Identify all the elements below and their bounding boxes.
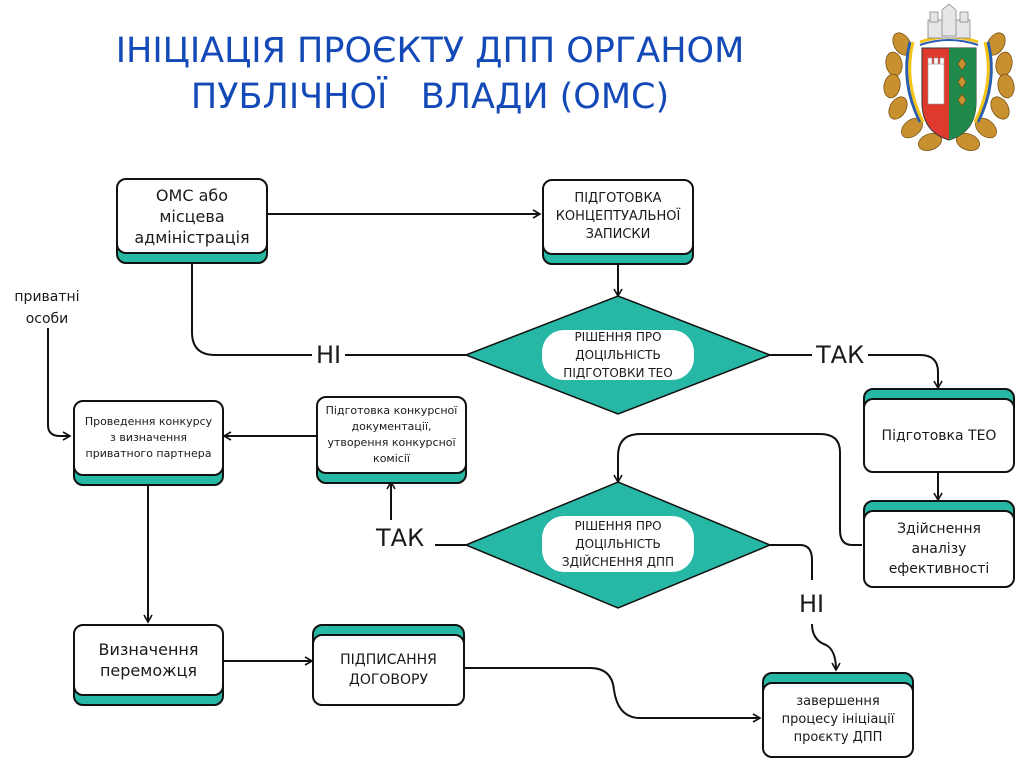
edge-no-to-oms bbox=[187, 248, 466, 356]
node-signing-label: ПІДПИСАННЯ ДОГОВОРУ bbox=[340, 652, 437, 688]
node-tender-docs-label: Підготовка конкурсної документації, утво… bbox=[325, 404, 458, 465]
edge-label-yes-1: ТАК bbox=[812, 341, 869, 369]
coat-of-arms-icon bbox=[883, 3, 1015, 151]
node-completion[interactable]: завершення процесу ініціації проєкту ДПП bbox=[762, 672, 914, 758]
edge-signing-to-completion bbox=[465, 667, 762, 723]
node-concept[interactable]: ПІДГОТОВКА КОНЦЕПТУАЛЬНОЇ ЗАПИСКИ bbox=[542, 179, 694, 265]
node-efficiency-label: Здійснення аналізу ефективності bbox=[888, 521, 990, 577]
crown bbox=[927, 3, 971, 39]
node-tender[interactable]: Проведення конкурсу з визначення приватн… bbox=[73, 400, 224, 486]
edge-label-no-1: НІ bbox=[312, 341, 346, 369]
node-concept-label: ПІДГОТОВКА КОНЦЕПТУАЛЬНОЇ ЗАПИСКИ bbox=[555, 191, 681, 242]
node-signing[interactable]: ПІДПИСАННЯ ДОГОВОРУ bbox=[312, 624, 465, 706]
edge-no2 bbox=[770, 544, 813, 580]
tower bbox=[927, 57, 945, 105]
node-oms[interactable]: ОМС або місцева адміністрація bbox=[116, 178, 268, 264]
node-tender-label: Проведення конкурсу з визначення приватн… bbox=[84, 415, 213, 460]
stars bbox=[957, 57, 967, 107]
node-teo[interactable]: Підготовка ТЕО bbox=[863, 388, 1015, 473]
edge-label-yes-2: ТАК bbox=[372, 524, 429, 552]
edge-no2-to-completion bbox=[811, 623, 841, 672]
node-oms-label: ОМС або місцева адміністрація bbox=[134, 185, 250, 247]
decision-teo-label: РІШЕННЯ ПРО ДОЦІЛЬНІСТЬ ПІДГОТОВКИ ТЕО bbox=[542, 330, 694, 380]
node-teo-label: Підготовка ТЕО bbox=[881, 427, 997, 444]
edge-efficiency-to-decision2 bbox=[613, 433, 862, 546]
private-persons-label: приватні особи bbox=[14, 289, 80, 327]
node-efficiency[interactable]: Здійснення аналізу ефективності bbox=[863, 500, 1015, 588]
wreath-left bbox=[883, 32, 943, 151]
edge-yes-to-teo bbox=[770, 354, 943, 390]
decision-ppp-label: РІШЕННЯ ПРО ДОЦІЛЬНІСТЬ ЗДІЙСНЕННЯ ДПП bbox=[542, 516, 694, 572]
page-title: ІНІЦІАЦІЯ ПРОЄКТУ ДПП ОРГАНОМ ПУБЛІЧНОЇ … bbox=[115, 31, 745, 117]
wreath-right bbox=[955, 32, 1015, 151]
edge-label-no-2: НІ bbox=[795, 590, 829, 618]
node-tender-docs[interactable]: Підготовка конкурсної документації, утво… bbox=[316, 396, 467, 484]
edge-private-to-tender bbox=[47, 328, 72, 441]
node-completion-label: завершення процесу ініціації проєкту ДПП bbox=[781, 694, 895, 745]
node-winner[interactable]: Визначення переможця bbox=[73, 624, 224, 706]
node-winner-label: Визначення переможця bbox=[98, 640, 199, 680]
